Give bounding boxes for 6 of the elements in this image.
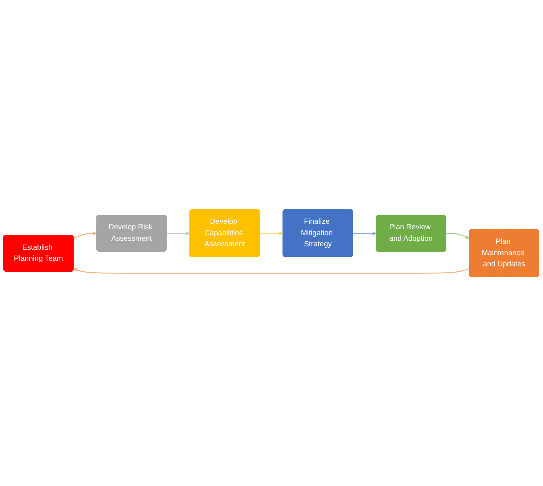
arrow <box>260 231 284 236</box>
arrow <box>73 231 98 239</box>
arrow <box>74 268 470 274</box>
arrow <box>166 231 190 236</box>
arrow <box>446 232 470 239</box>
arrow <box>352 231 377 236</box>
